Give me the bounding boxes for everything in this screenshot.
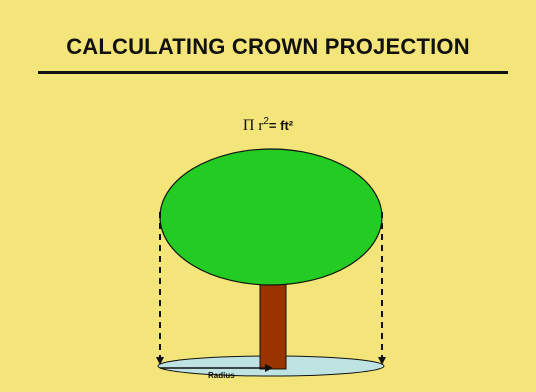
exponent: 2 — [263, 116, 269, 127]
formula-rhs: = ft² — [268, 118, 294, 133]
crown-area-formula: Π r2= ft² — [0, 116, 536, 135]
pi-symbol: Π — [242, 117, 255, 134]
slide-title: CALCULATING CROWN PROJECTION — [66, 34, 470, 59]
tree-trunk — [259, 274, 287, 370]
title-underline — [38, 71, 508, 74]
tree-crown — [159, 148, 383, 286]
radius-variable: r — [258, 118, 264, 134]
radius-label: Radius — [208, 371, 235, 380]
